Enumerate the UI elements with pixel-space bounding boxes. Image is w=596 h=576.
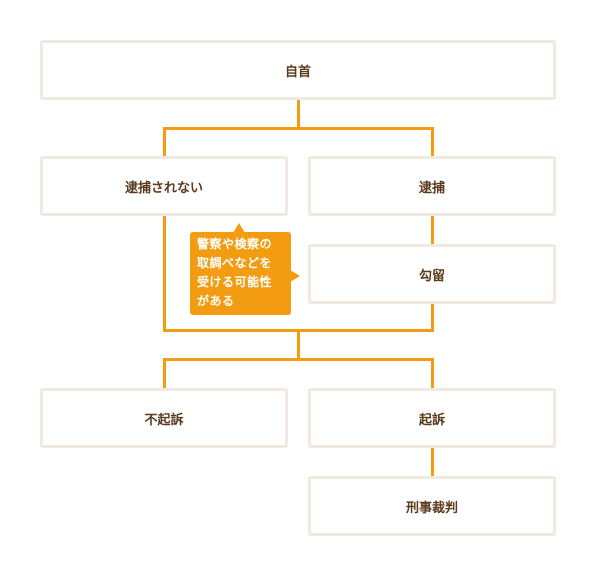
node-jishu: 自首 <box>40 40 556 100</box>
connector-to-indictment <box>431 358 434 389</box>
connector-indictment-to-trial <box>431 446 434 477</box>
connector-to-arrested <box>431 127 434 157</box>
connector-merge-down <box>297 329 300 361</box>
node-arrested: 逮捕 <box>308 156 556 216</box>
connector-detention-down <box>431 302 434 332</box>
note-tail-up <box>233 223 245 233</box>
interrogation-note: 警察や検察の 取調べなどを 受ける可能性 がある <box>190 232 291 315</box>
node-criminal-trial: 刑事裁判 <box>308 476 556 536</box>
node-not-arrested: 逮捕されない <box>40 156 288 216</box>
node-no-indictment: 不起訴 <box>40 388 288 448</box>
connector-bottom-horizontal <box>163 358 434 361</box>
node-indictment: 起訴 <box>308 388 556 448</box>
connector-not-arrested-down <box>163 214 166 332</box>
connector-arrested-to-detention <box>431 214 434 245</box>
connector-top-horizontal <box>163 127 434 130</box>
connector-to-no-indictment <box>163 358 166 389</box>
connector-to-not-arrested <box>163 127 166 157</box>
note-tail-right <box>290 270 300 282</box>
connector-root-down <box>297 99 300 130</box>
node-detention: 勾留 <box>308 244 556 304</box>
